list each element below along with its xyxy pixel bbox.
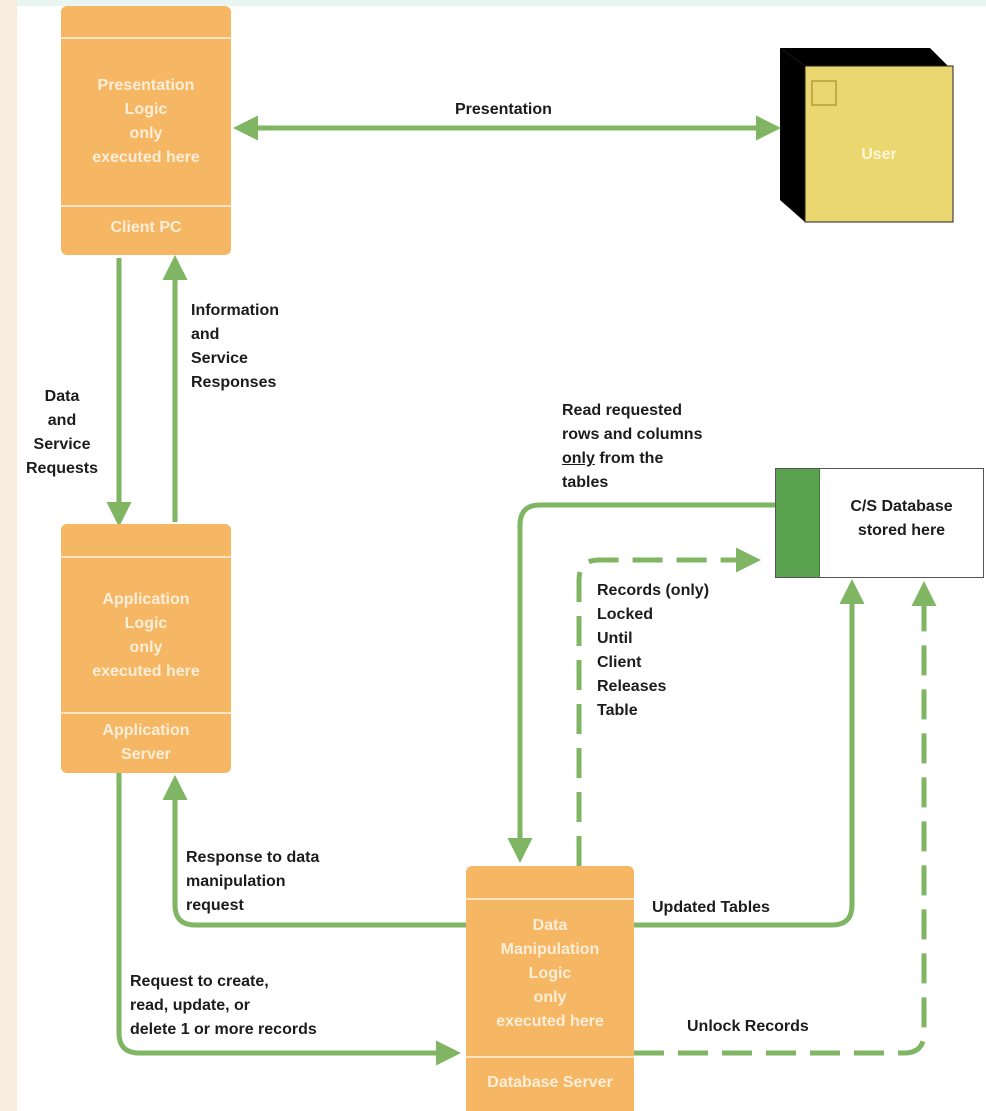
data-requests-label: Data and Service Requests <box>21 385 103 481</box>
dbserver-footer-label: Database Server <box>487 1074 613 1091</box>
app-footer-label: Application Server <box>61 719 231 767</box>
app-main-text: Application Logic only executed here <box>61 588 231 684</box>
client-pc-node: Presentation Logic only executed here Cl… <box>61 6 231 255</box>
database-node: C/S Database stored here <box>775 468 984 578</box>
dbserver-main-line-2: Manipulation <box>500 941 600 958</box>
read-rows-line-3-rest: from the <box>594 450 664 467</box>
database-label-line-1: C/S Database <box>850 498 953 515</box>
application-server-node: Application Logic only executed here App… <box>61 524 231 773</box>
database-label: C/S Database stored here <box>820 495 983 543</box>
request-crud-arrow <box>116 773 461 1066</box>
top-margin-strip <box>17 0 986 6</box>
app-main-line-3: only <box>129 639 163 656</box>
info-responses-label: Information and Service Responses <box>191 299 279 395</box>
dbserver-main-line-5: executed here <box>496 1013 604 1030</box>
read-rows-underlined-word: only <box>562 450 595 467</box>
user-label: User <box>861 146 897 163</box>
presentation-label: Presentation <box>455 101 552 118</box>
info-responses-line-1: Information <box>191 302 279 319</box>
user-node: User <box>780 48 954 223</box>
request-crud-line-3: delete 1 or more records <box>130 1021 317 1038</box>
read-rows-line-2: rows and columns <box>562 426 703 443</box>
response-manip-line-2: manipulation <box>186 873 286 890</box>
info-responses-line-3: Service <box>191 350 248 367</box>
read-rows-line-3: only from the <box>562 447 702 471</box>
client-main-line-1: Presentation <box>97 77 195 94</box>
client-bottom-band <box>61 205 231 207</box>
client-main-line-4: executed here <box>92 149 200 166</box>
read-rows-label: Read requested rows and columns only fro… <box>562 399 702 495</box>
response-manip-line-1: Response to data <box>186 849 320 866</box>
database-accent-bar <box>776 469 820 577</box>
app-footer-line-1: Application <box>102 722 190 739</box>
data-requests-line-3: Service <box>33 436 91 453</box>
read-rows-line-1: Read requested <box>562 402 683 419</box>
records-locked-line-1: Records (only) <box>597 582 710 599</box>
info-responses-line-2: and <box>191 326 220 343</box>
client-top-band <box>61 37 231 39</box>
request-crud-label: Request to create, read, update, or dele… <box>130 970 317 1042</box>
app-footer-line-2: Server <box>121 746 171 763</box>
left-margin-strip <box>0 0 17 1111</box>
request-crud-line-1: Request to create, <box>130 973 269 990</box>
app-main-line-2: Logic <box>124 615 168 632</box>
app-bottom-band <box>61 712 231 714</box>
dbserver-bottom-band <box>466 1056 634 1058</box>
dbserver-main-text: Data Manipulation Logic only executed he… <box>466 914 634 1034</box>
records-locked-line-3: Until <box>597 630 633 647</box>
data-requests-line-4: Requests <box>25 460 99 477</box>
data-requests-line-1: Data <box>44 388 80 405</box>
dbserver-main-line-1: Data <box>532 917 568 934</box>
data-requests-line-2: and <box>47 412 77 429</box>
updated-tables-arrow <box>634 579 865 928</box>
dbserver-main-line-4: only <box>533 989 567 1006</box>
records-locked-line-5: Releases <box>597 678 667 695</box>
dbserver-main-line-3: Logic <box>528 965 572 982</box>
response-manip-arrow <box>162 775 468 928</box>
client-footer-label: Client PC <box>110 219 182 236</box>
client-main-line-2: Logic <box>124 101 168 118</box>
records-locked-line-4: Client <box>597 654 642 671</box>
unlock-records-arrow <box>634 581 937 1056</box>
database-server-node: Data Manipulation Logic only executed he… <box>466 866 634 1111</box>
client-main-text: Presentation Logic only executed here <box>61 74 231 170</box>
database-label-line-2: stored here <box>857 522 946 539</box>
updated-tables-label: Updated Tables <box>652 899 770 916</box>
response-manip-line-3: request <box>186 897 244 914</box>
read-rows-arrow <box>507 502 775 863</box>
app-main-line-1: Application <box>102 591 190 608</box>
app-main-line-4: executed here <box>92 663 200 680</box>
unlock-records-label: Unlock Records <box>687 1018 809 1035</box>
dbserver-top-band <box>466 898 634 900</box>
response-manip-label: Response to data manipulation request <box>186 846 319 918</box>
request-crud-line-2: read, update, or <box>130 997 251 1014</box>
info-responses-line-4: Responses <box>191 374 277 391</box>
client-main-line-3: only <box>129 125 163 142</box>
read-rows-line-4: tables <box>562 474 609 491</box>
records-locked-line-6: Table <box>597 702 638 719</box>
records-locked-label: Records (only) Locked Until Client Relea… <box>597 579 709 723</box>
records-locked-line-2: Locked <box>597 606 654 623</box>
records-locked-arrow <box>576 547 761 866</box>
app-top-band <box>61 556 231 558</box>
